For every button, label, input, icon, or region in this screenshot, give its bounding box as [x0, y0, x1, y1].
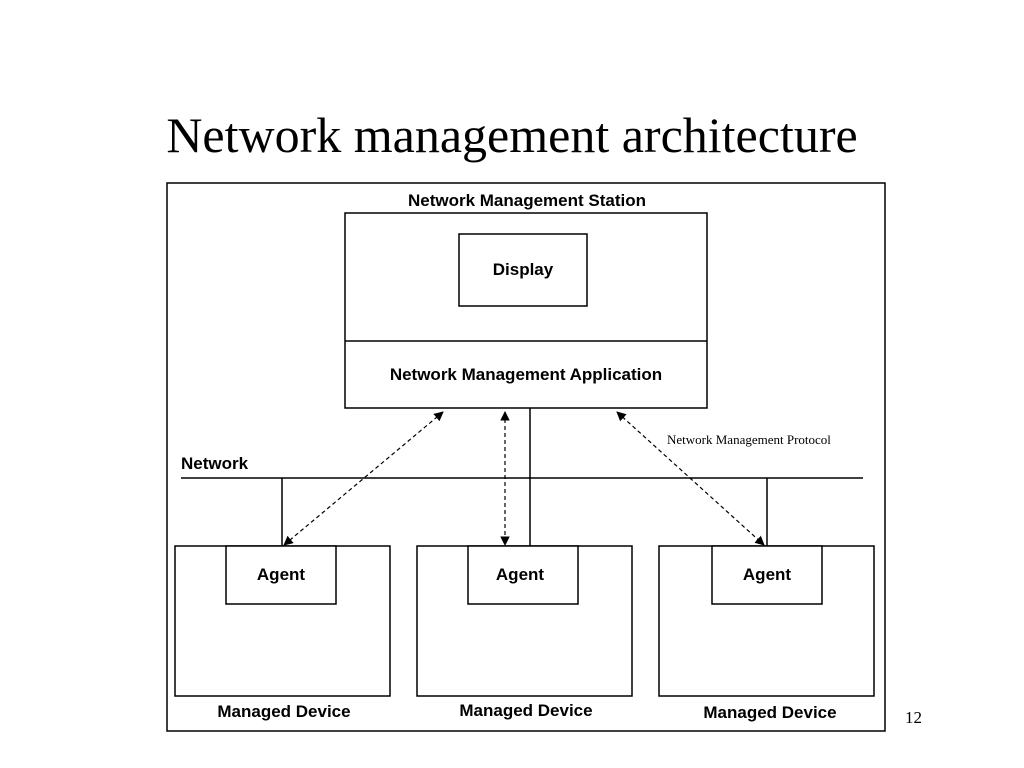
network-label: Network — [181, 454, 249, 473]
management-station-box — [344, 212, 708, 409]
page-number: 12 — [905, 708, 922, 727]
display-box — [458, 233, 588, 307]
agent-2-label: Agent — [496, 565, 545, 584]
agent-1-box — [225, 545, 337, 605]
managed-device-2-label: Managed Device — [459, 701, 592, 720]
managed-device-3-label: Managed Device — [703, 703, 836, 722]
display-label: Display — [493, 260, 554, 279]
diagram-frame — [166, 182, 886, 732]
application-label: Network Management Application — [390, 365, 662, 384]
protocol-label: Network Management Protocol — [667, 432, 831, 447]
managed-device-1-label: Managed Device — [217, 702, 350, 721]
agent-3-box — [711, 545, 823, 605]
agent-2-box — [467, 545, 579, 605]
slide-title: Network management architecture — [166, 107, 858, 163]
agent-1-label: Agent — [257, 565, 306, 584]
protocol-arrow-right — [616, 411, 765, 546]
station-label: Network Management Station — [408, 191, 646, 210]
agent-3-label: Agent — [743, 565, 792, 584]
